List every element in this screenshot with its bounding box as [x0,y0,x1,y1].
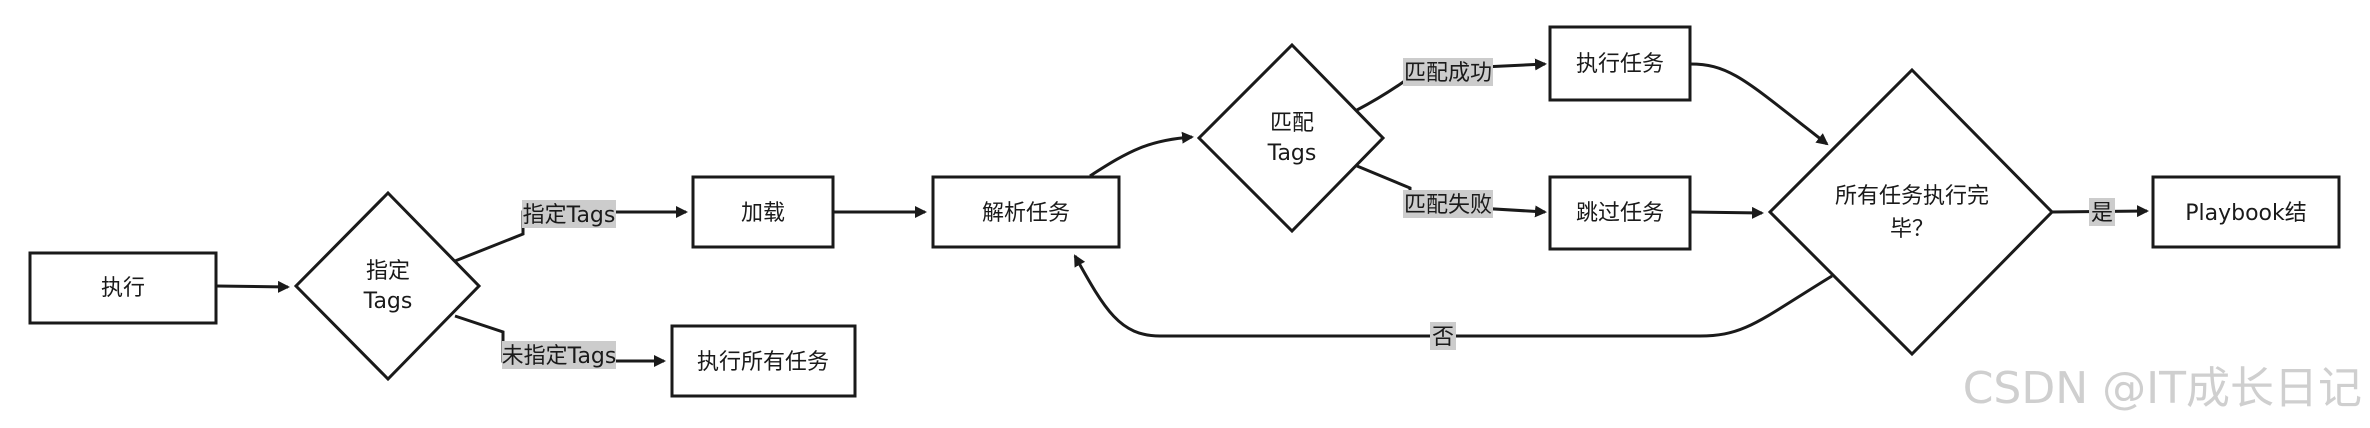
node-texts: 执行 指定 Tags 加载 执行所有任务 解析任务 匹配 Tags 执行任务 跳… [101,52,2307,375]
node-load-label: 加载 [741,201,785,226]
nodes [28,25,2341,398]
node-specify-tags-decision [293,190,482,382]
node-all-done-label-line2: 毕？ [1890,217,1934,242]
node-all-done-decision [1767,67,2055,357]
edge-label-tags-specified: 指定Tags [523,203,616,228]
node-execute-label: 执行 [101,276,145,301]
node-run-task [1548,25,1692,102]
node-skip-task [1548,175,1692,251]
node-skip-task-label: 跳过任务 [1576,201,1664,226]
edge-skip-task-to-all-done [1689,206,1764,219]
node-match-tags-label-line2: Tags [1267,141,1317,166]
node-match-tags-label-line1: 匹配 [1270,111,1314,136]
edge-label-bg-match-fail [1403,190,1493,218]
node-playbook-end [2151,175,2341,249]
node-parse-tasks [931,175,1121,249]
node-specify-tags-label-line2: Tags [363,289,413,314]
edge-label-no: 否 [1432,325,1454,350]
edge-all-done-back-to-parse [1073,254,1833,338]
node-run-all-tasks [670,324,857,398]
edge-label-yes: 是 [2091,201,2113,226]
edge-label-bg-yes [2089,198,2115,226]
edge-label-match-success: 匹配成功 [1404,61,1492,86]
edge-parse-to-match [1089,131,1194,178]
node-specify-tags-label-line1: 指定 [366,259,410,284]
node-parse-tasks-label: 解析任务 [982,201,1070,226]
edge-label-bg-tags-not-specified [502,341,616,369]
watermark: CSDN @IT成长日记 [1963,363,2362,414]
edge-labels: 指定Tags 未指定Tags 匹配成功 匹配失败 是 否 [502,58,2115,369]
edge-label-match-fail: 匹配失败 [1404,193,1492,218]
edge-run-task-to-all-done [1689,62,1829,146]
node-run-task-label: 执行任务 [1576,52,1664,77]
edge-label-bg-match-success [1403,58,1493,86]
edge-label-tags-not-specified: 未指定Tags [502,344,617,369]
node-run-all-tasks-label: 执行所有任务 [697,350,829,375]
node-playbook-end-label: Playbook结 [2185,201,2307,226]
node-execute [28,251,218,325]
node-load [691,175,835,249]
edges [215,58,2149,367]
edge-execute-to-specify-tags [215,280,290,293]
edge-label-bg-no [1430,322,1456,350]
node-all-done-label-line1: 所有任务执行完 [1835,184,1989,209]
node-match-tags-decision [1196,42,1386,234]
edge-label-bg-tags-specified [522,200,616,228]
